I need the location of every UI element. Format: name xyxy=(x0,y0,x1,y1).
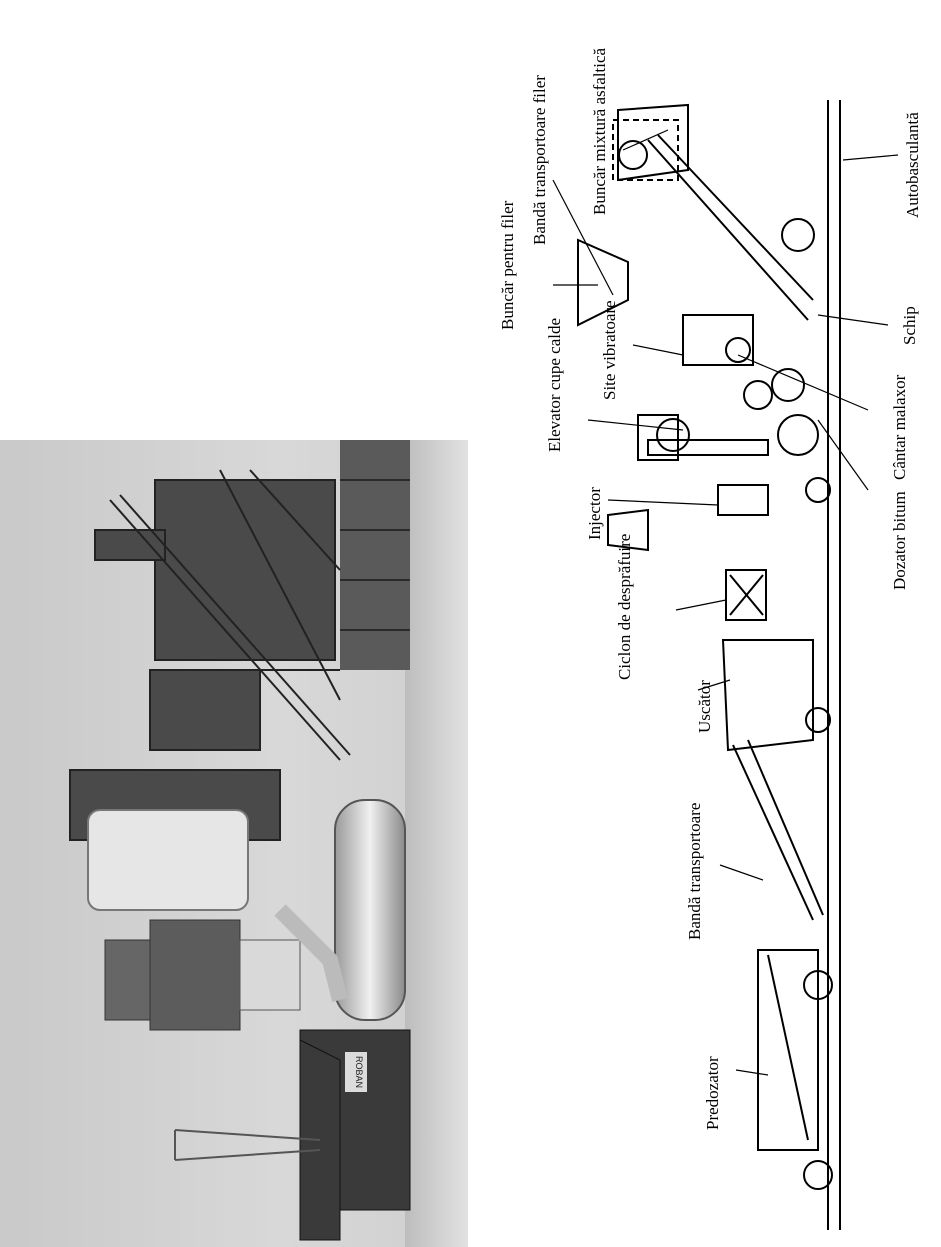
label-dozator-bitum: Dozator bitum xyxy=(890,491,909,590)
asphalt-plant-diagram: Predozator Bandă transportoare Uscător C… xyxy=(498,47,922,1230)
label-elevator: Elevator cupe calde xyxy=(545,318,564,452)
label-predozator: Predozator xyxy=(703,1056,722,1130)
label-ciclon: Ciclon de desprăfuire xyxy=(615,534,634,680)
label-buncar-mixtura: Buncăr mixtură asfaltică xyxy=(590,47,609,215)
photo-sign-text: ROBAN xyxy=(354,1056,364,1088)
label-injector: Injector xyxy=(585,487,604,540)
label-autobasculanta: Autobasculantă xyxy=(903,112,922,218)
label-banda-filer: Bandă transportoare filer xyxy=(530,75,549,245)
label-buncar-filer: Buncăr pentru filer xyxy=(498,200,517,330)
label-uscator: Uscător xyxy=(695,680,714,733)
label-schip: Schip xyxy=(900,306,919,345)
label-cantar-malaxor: Cântar malaxor xyxy=(890,374,909,480)
asphalt-plant-photo: ROBAN xyxy=(0,440,468,1247)
label-site: Site vibratoare xyxy=(600,300,619,400)
label-banda-transportoare: Bandă transportoare xyxy=(685,803,704,940)
